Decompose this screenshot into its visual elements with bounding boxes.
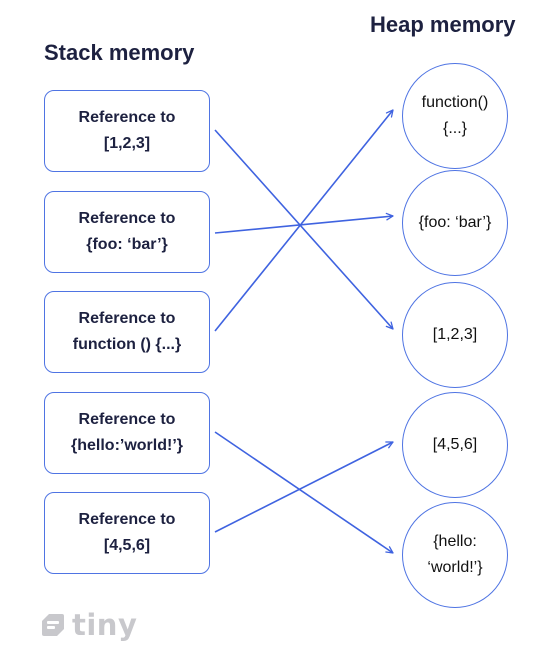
heap-item-line2: ‘world!’} — [427, 559, 483, 576]
heap-item-line1: [4,5,6] — [432, 436, 478, 453]
heap-hello-object: {hello: ‘world!’} — [402, 502, 508, 608]
stack-reference-function: Reference to function () {...} — [44, 291, 210, 373]
tiny-logo: tiny — [40, 608, 137, 642]
heap-foo-object: {foo: ‘bar’} — [402, 170, 508, 276]
heap-array-456: [4,5,6] — [402, 392, 508, 498]
stack-reference-array-456: Reference to [4,5,6] — [44, 492, 210, 574]
arrow-stack3-to-heap1 — [214, 109, 394, 332]
stack-reference-hello-object: Reference to {hello:’world!’} — [44, 392, 210, 474]
stack-item-value: {hello:’world!’} — [71, 437, 183, 454]
heap-item-line1: function() — [421, 94, 489, 111]
arrow-stack1-to-heap3 — [214, 129, 394, 330]
stack-item-value: [1,2,3] — [103, 135, 151, 152]
heap-item-line1: {hello: — [433, 533, 477, 550]
arrow-stack4-to-heap5 — [214, 431, 394, 554]
heap-item-line2: {...} — [442, 120, 468, 137]
heap-item-line1: {foo: ‘bar’} — [418, 214, 492, 231]
heap-function-object: function() {...} — [402, 63, 508, 169]
stack-item-label: Reference to — [78, 411, 176, 428]
stack-item-value: {foo: ‘bar’} — [86, 236, 168, 253]
stack-memory-title: Stack memory — [44, 40, 195, 65]
heap-memory-title: Heap memory — [370, 12, 516, 37]
stack-item-value: [4,5,6] — [103, 537, 151, 554]
tiny-logo-wordmark: tiny — [72, 608, 138, 642]
stack-item-label: Reference to — [78, 210, 176, 227]
heap-array-123: [1,2,3] — [402, 282, 508, 388]
heap-item-line1: [1,2,3] — [432, 326, 478, 343]
stack-item-label: Reference to — [78, 310, 176, 327]
stack-item-label: Reference to — [78, 109, 176, 126]
stack-item-value: function () {...} — [72, 336, 182, 353]
tiny-logo-icon — [42, 614, 64, 636]
stack-item-label: Reference to — [78, 511, 176, 528]
stack-reference-array-123: Reference to [1,2,3] — [44, 90, 210, 172]
arrow-stack5-to-heap4 — [214, 441, 394, 533]
stack-reference-foo-object: Reference to {foo: ‘bar’} — [44, 191, 210, 273]
arrow-stack2-to-heap2 — [214, 212, 394, 234]
